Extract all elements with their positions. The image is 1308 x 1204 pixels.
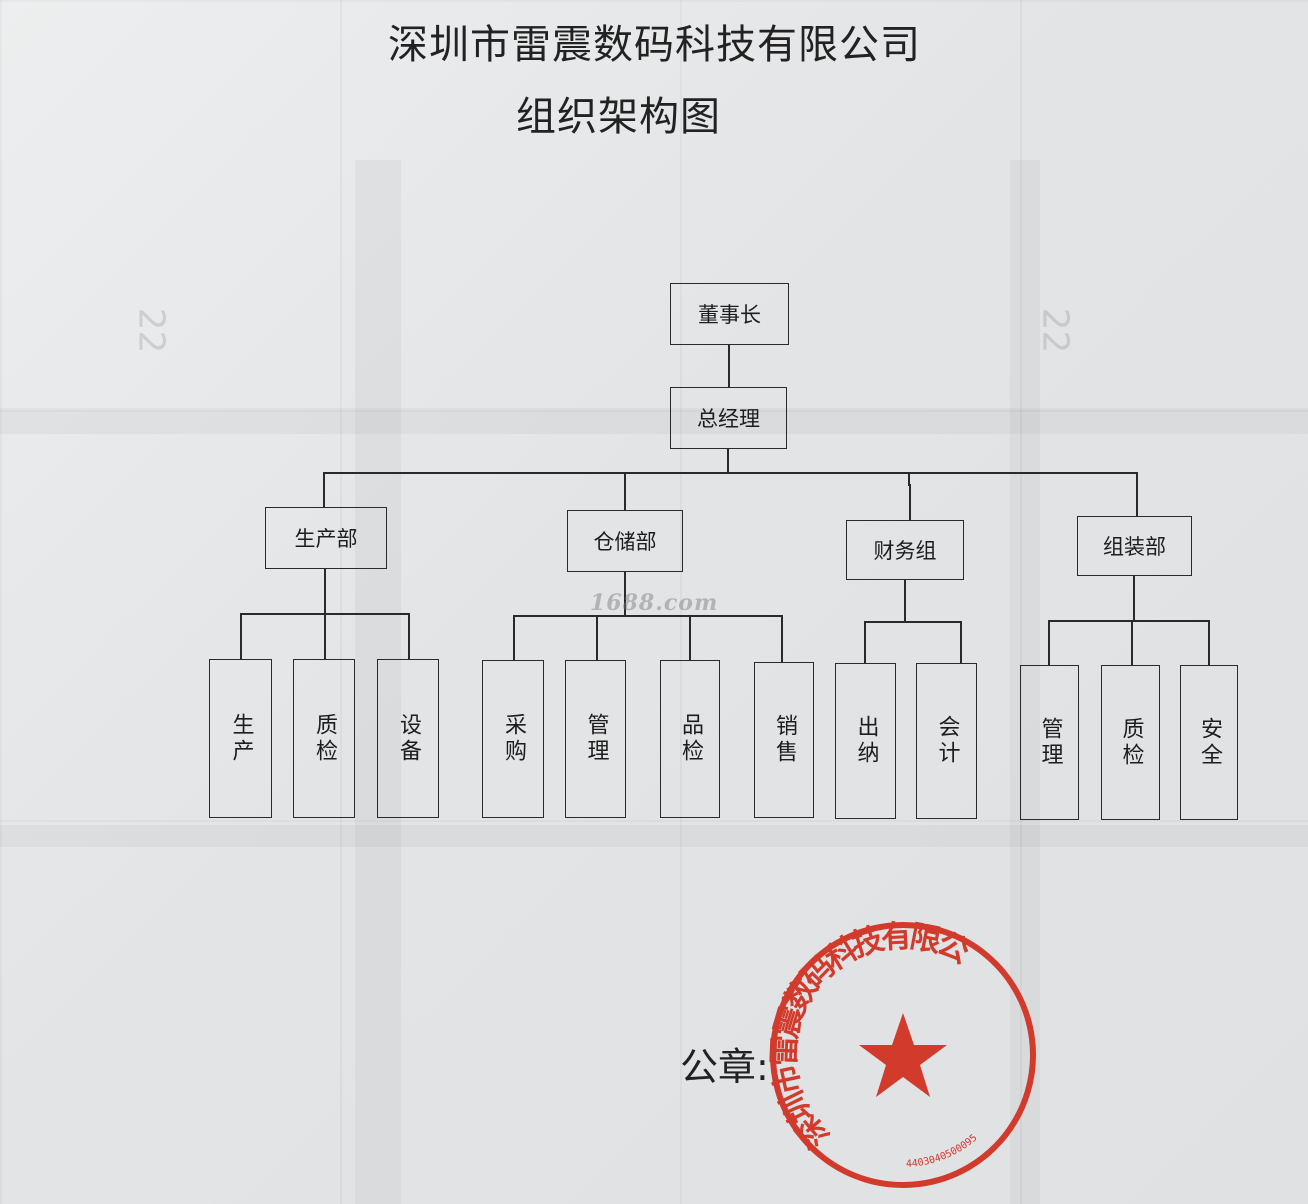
connector-unit-1-2 xyxy=(324,613,326,659)
connector-dept4-bus xyxy=(1133,576,1135,621)
node-dept-assembly: 组装部 xyxy=(1077,516,1192,576)
node-dept-production: 生产部 xyxy=(265,507,387,569)
paper-fold-horizontal xyxy=(0,408,1308,434)
site-watermark: 1688.com xyxy=(590,590,719,616)
node-dept-warehouse: 仓储部 xyxy=(567,510,683,572)
connector-unit-3-1 xyxy=(864,621,866,663)
paper-fold-horizontal-lower xyxy=(0,825,1308,847)
node-general-manager: 总经理 xyxy=(670,387,787,449)
node-unit-assembly-3: 安全 xyxy=(1180,665,1238,820)
connector-bus-dept2 xyxy=(624,472,626,510)
chart-title: 组织架构图 xyxy=(516,94,721,140)
connector-unit-2-4 xyxy=(781,615,783,662)
node-unit-finance-1: 出纳 xyxy=(835,663,896,819)
node-unit-assembly-1: 管理 xyxy=(1020,665,1079,820)
connector-unit-2-2 xyxy=(596,615,598,660)
node-unit-assembly-2: 质检 xyxy=(1101,665,1160,820)
dept4-unit-bus xyxy=(1048,620,1210,622)
star-icon xyxy=(859,1013,947,1097)
connector-bus-dept4 xyxy=(1136,472,1138,516)
connector-unit-4-3 xyxy=(1208,620,1210,665)
connector-unit-2-3 xyxy=(689,615,691,660)
seal-ring xyxy=(770,922,1036,1188)
company-seal: 深圳市雷震数码科技有限公司 4403040500095 xyxy=(765,917,1036,1193)
connector-bus-dept3 xyxy=(909,484,911,521)
node-chairman: 董事长 xyxy=(670,283,789,345)
connector-unit-1-3 xyxy=(408,613,410,659)
dept2-unit-bus xyxy=(513,615,783,617)
node-unit-warehouse-4: 销售 xyxy=(754,662,814,818)
connector-unit-4-2 xyxy=(1131,620,1133,665)
node-unit-warehouse-1: 采购 xyxy=(482,660,544,818)
bleed-through-page-number-right: 22 xyxy=(1034,307,1076,354)
department-bus xyxy=(323,472,1138,474)
node-unit-production-3: 设备 xyxy=(377,659,439,818)
node-unit-production-1: 生产 xyxy=(209,659,272,818)
connector-bus-dept1 xyxy=(323,472,325,508)
bleed-through-page-number: 22 xyxy=(130,307,172,354)
connector-unit-4-1 xyxy=(1048,620,1050,665)
dept3-unit-bus xyxy=(864,621,962,623)
connector-dept3-bus xyxy=(904,580,906,622)
connector-unit-1-1 xyxy=(240,613,242,659)
node-unit-warehouse-2: 管理 xyxy=(565,660,626,818)
connector-dept1-bus xyxy=(324,569,326,614)
seal-label: 公章: xyxy=(680,1045,769,1089)
seal-text: 深圳市雷震数码科技有限公司 xyxy=(765,917,983,1173)
connector-bus-dept3-top xyxy=(908,472,910,486)
connector-dept2-bus xyxy=(624,572,626,616)
node-dept-finance: 财务组 xyxy=(846,520,964,580)
connector-gm-bus xyxy=(727,449,729,473)
connector-chairman-gm xyxy=(728,345,730,387)
node-unit-finance-2: 会计 xyxy=(916,663,977,819)
node-unit-warehouse-3: 品检 xyxy=(660,660,720,818)
node-unit-production-2: 质检 xyxy=(293,659,355,818)
connector-unit-2-1 xyxy=(513,615,515,660)
connector-unit-3-2 xyxy=(960,621,962,663)
company-title: 深圳市雷震数码科技有限公司 xyxy=(388,22,921,68)
